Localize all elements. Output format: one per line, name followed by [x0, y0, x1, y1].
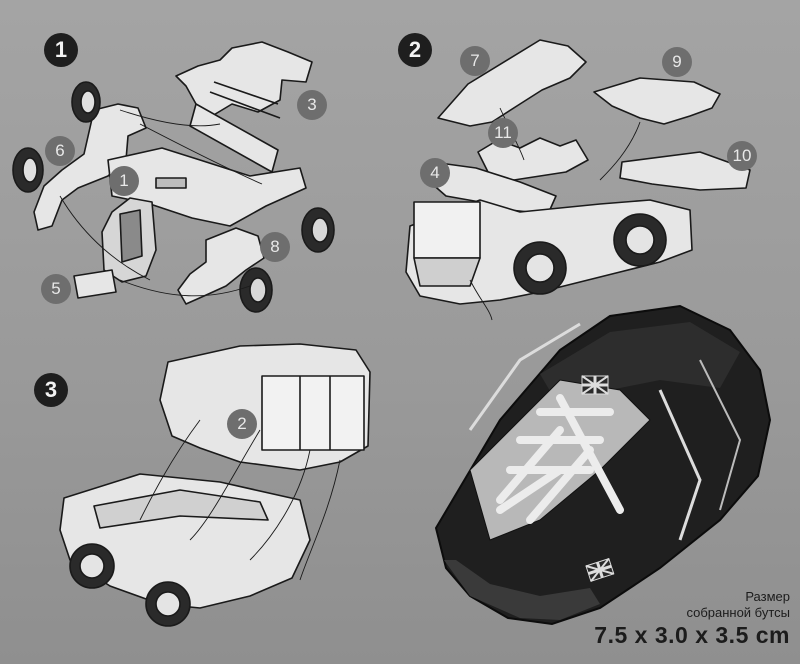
part-9-top: [593, 77, 721, 125]
part-label: 1: [109, 166, 139, 196]
caption-size-description: собранной бутсы: [686, 605, 790, 620]
part-7-top: [437, 39, 587, 127]
step2-assembly: [405, 39, 751, 305]
part-label: 4: [420, 158, 450, 188]
union-jack-flag-icon: [585, 557, 615, 582]
part-5-small: [73, 269, 117, 299]
shoe-laces: [496, 394, 624, 524]
part-label: 2: [227, 409, 257, 439]
assembled-shoe: [434, 304, 772, 626]
part-label: 6: [45, 136, 75, 166]
assembly-arrows: [59, 107, 641, 581]
caption-size-label: Размер: [745, 589, 790, 604]
step-number-1: 1: [44, 33, 78, 67]
part-3-roof: [175, 41, 313, 117]
step1-exploded-parts: [12, 41, 335, 313]
part-label: 8: [260, 232, 290, 262]
step-number-2: 2: [398, 33, 432, 67]
union-jack-flag-icon: [581, 375, 609, 395]
step-number-3: 3: [34, 373, 68, 407]
part-label: 7: [460, 46, 490, 76]
step3-assembly: [59, 343, 371, 627]
part-label: 9: [662, 47, 692, 77]
part-label: 10: [727, 141, 757, 171]
part-10-rear: [619, 151, 751, 191]
part-label: 5: [41, 274, 71, 304]
part-label: 11: [488, 118, 518, 148]
part-8-lower-side: [177, 227, 265, 305]
caption-dimensions: 7.5 x 3.0 x 3.5 cm: [594, 622, 790, 648]
wheels-step1: [12, 81, 335, 313]
part-label: 3: [297, 90, 327, 120]
